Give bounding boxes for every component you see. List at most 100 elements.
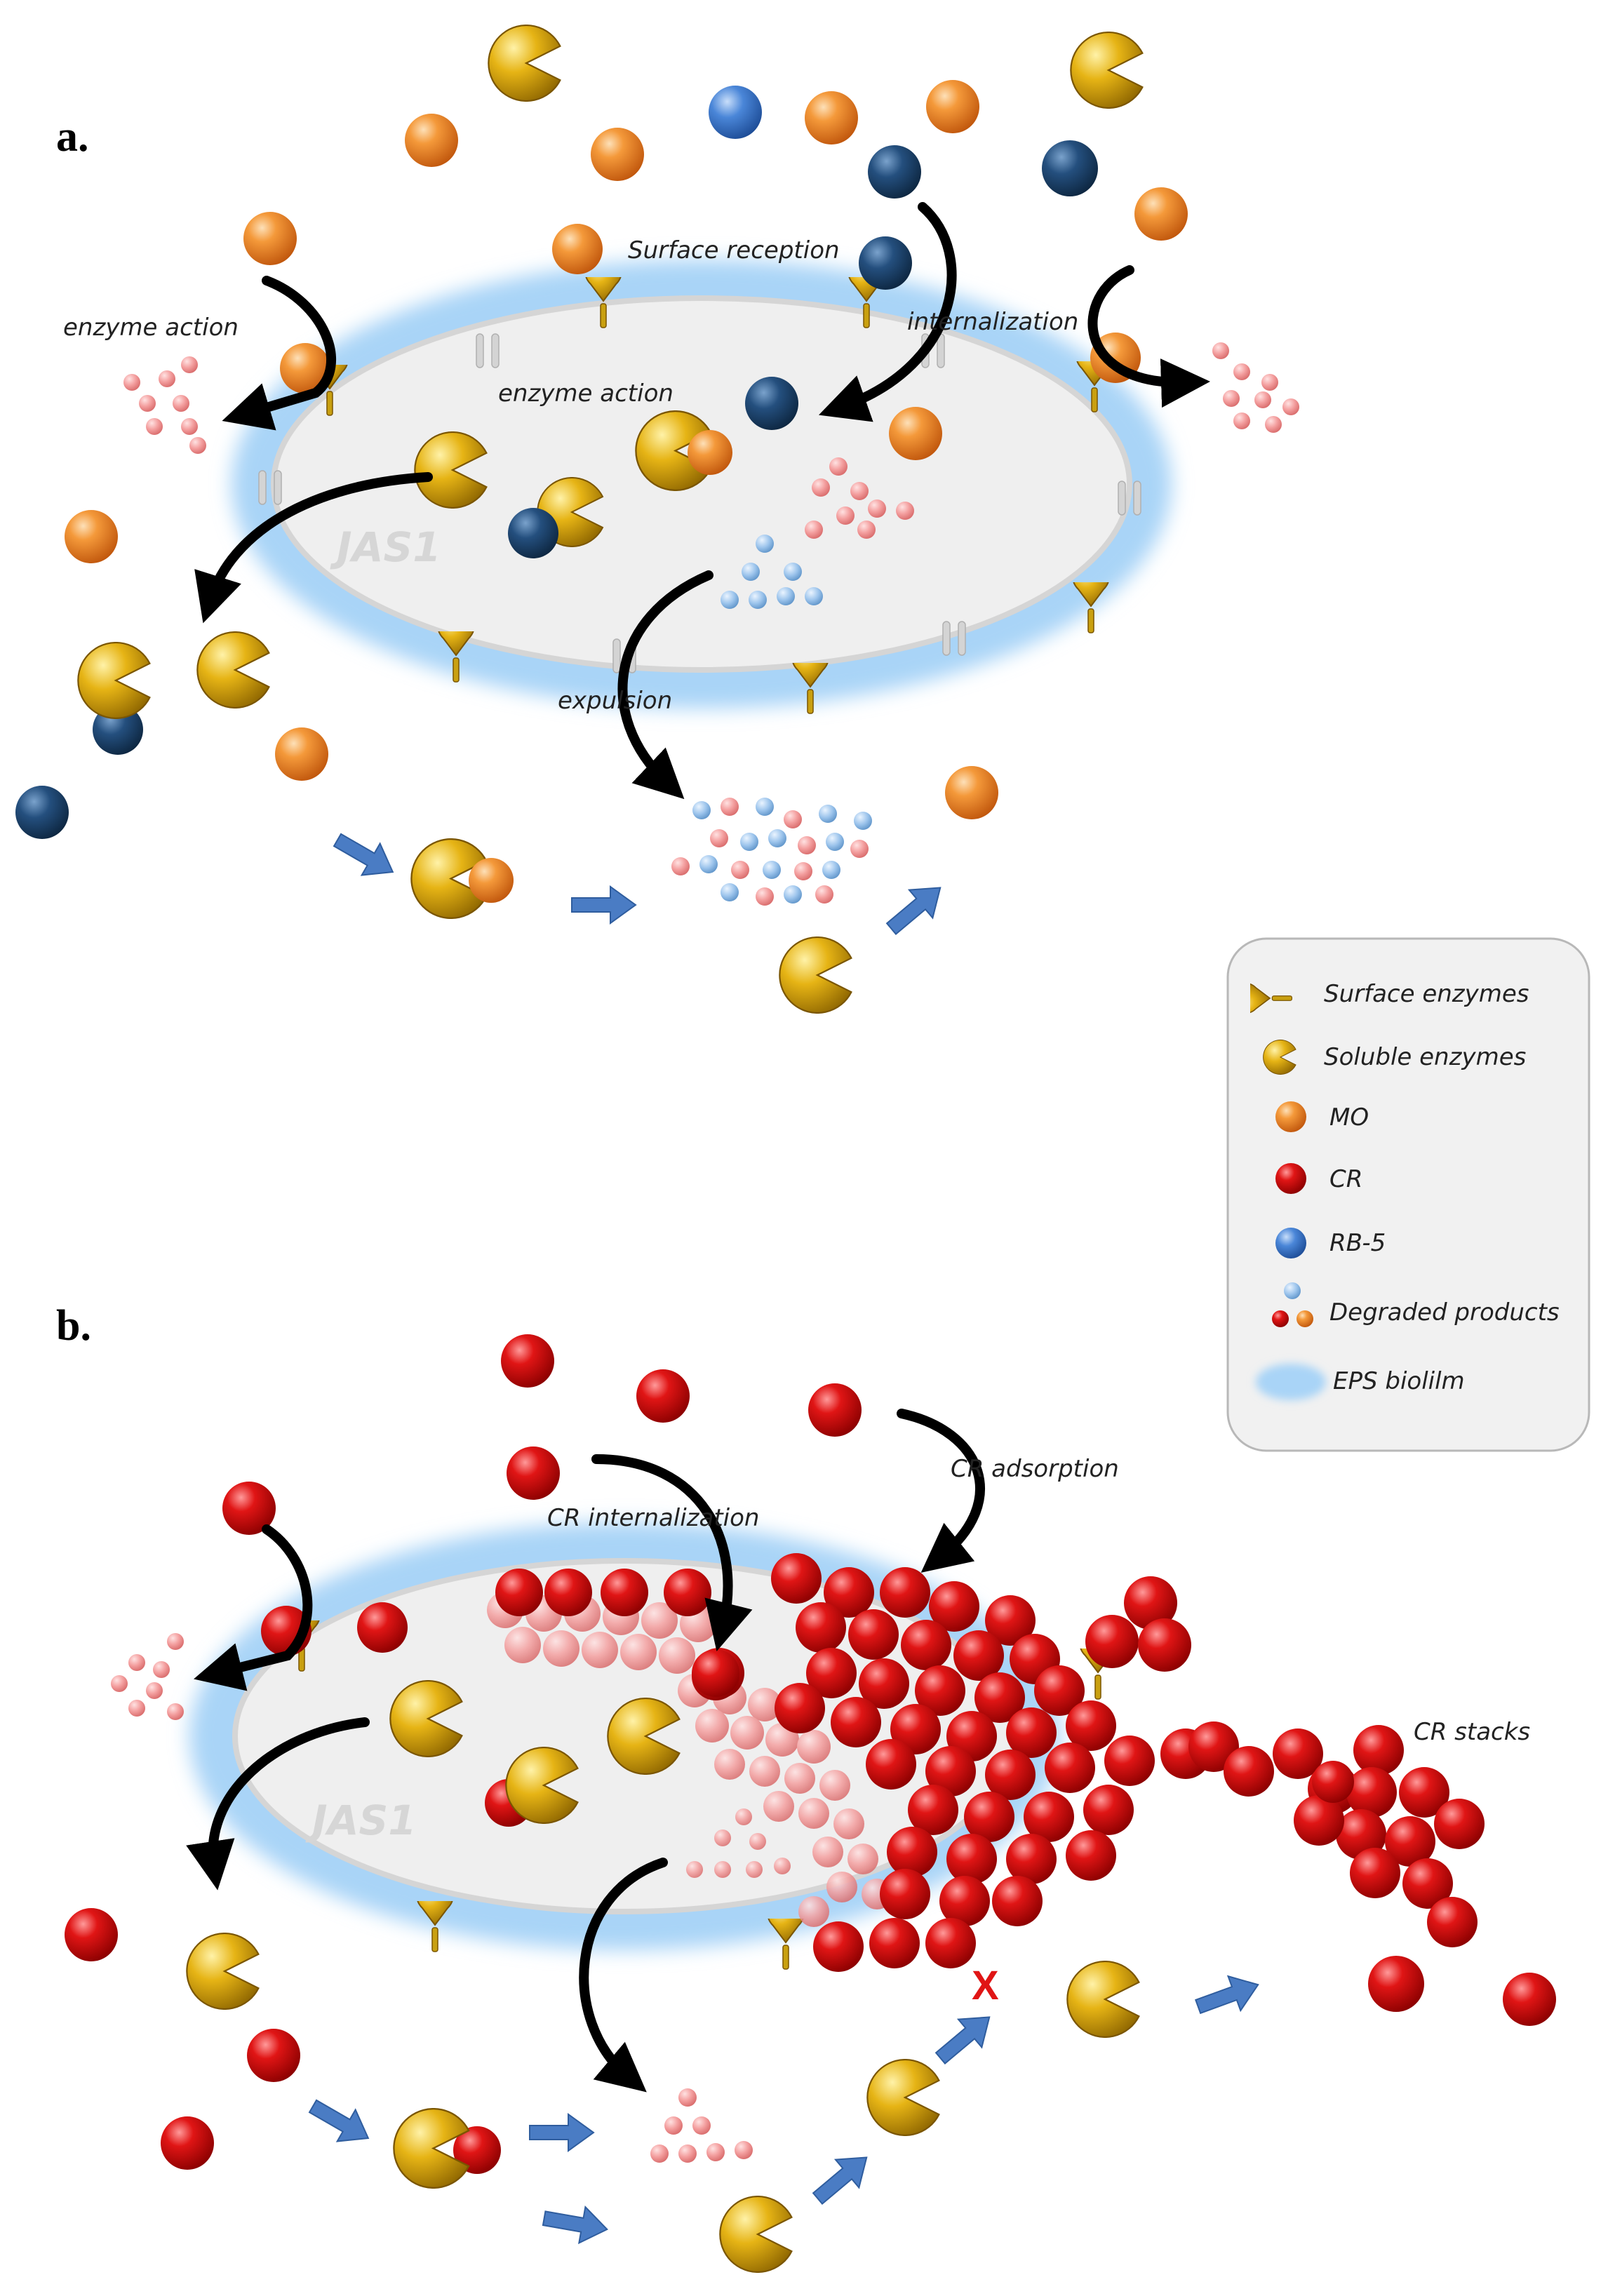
legend-label: RB-5 xyxy=(1329,1229,1386,1257)
flow-arrow xyxy=(927,2002,1002,2073)
curved-arrow xyxy=(617,570,713,800)
cr-sphere xyxy=(161,2116,214,2170)
legend-label: Surface enzymes xyxy=(1324,980,1529,1008)
cr-sphere xyxy=(636,1369,690,1423)
cell-a: JAS1 xyxy=(232,260,1172,714)
annotation-cr-internalization: CR internalization xyxy=(547,1504,759,1532)
mo-sphere xyxy=(591,128,644,181)
eps-biofilm-icon xyxy=(1256,1364,1326,1400)
blue-sphere-icon xyxy=(1275,1228,1306,1258)
legend-item-cr: CR xyxy=(1275,1163,1362,1194)
annotation-enzyme-action-outer: enzyme action xyxy=(63,314,239,342)
mo-sphere-bound xyxy=(469,858,514,903)
cr-sphere xyxy=(357,1602,408,1653)
cr-sphere xyxy=(692,1649,739,1697)
cr-sphere xyxy=(1503,1973,1556,2026)
annotation-cr-stacks: CR stacks xyxy=(1414,1718,1530,1746)
degraded-products-left-a xyxy=(123,356,206,454)
curved-arrow xyxy=(897,1409,985,1573)
mo-sphere xyxy=(275,727,328,781)
mo-sphere xyxy=(889,407,942,460)
flow-arrow xyxy=(1191,1966,1266,2025)
legend-item-degraded: Degraded products xyxy=(1272,1282,1560,1327)
mo-sphere xyxy=(805,91,858,145)
panel-a: a. JAS1 xyxy=(15,25,1299,1014)
soluble-enzyme-icon xyxy=(77,642,151,719)
legend-label: Soluble enzymes xyxy=(1324,1043,1526,1071)
rb5-sphere-bound xyxy=(508,508,558,558)
rb5-sphere xyxy=(15,786,69,839)
annotation-internalization: internalization xyxy=(907,308,1078,336)
annotation-surface-reception: Surface reception xyxy=(628,236,840,264)
rb5-sphere xyxy=(745,377,798,430)
panel-b-label: b. xyxy=(56,1302,91,1350)
curved-arrow xyxy=(222,276,337,431)
legend-item-eps: EPS biolilm xyxy=(1256,1364,1465,1400)
flow-arrow xyxy=(805,2142,879,2213)
rb5-sphere xyxy=(859,236,912,290)
curved-arrow xyxy=(819,202,957,422)
legend-item-soluble-enzymes: Soluble enzymes xyxy=(1263,1040,1526,1075)
soluble-enzyme-icon xyxy=(779,936,852,1014)
flow-arrow xyxy=(303,2089,378,2155)
cr-sphere xyxy=(1368,1956,1424,2012)
legend-item-rb5: RB-5 xyxy=(1275,1228,1386,1258)
soluble-enzyme-icon xyxy=(866,2059,940,2136)
mo-spheres-a xyxy=(65,80,1188,819)
flow-arrow xyxy=(571,886,636,924)
red-sphere-icon xyxy=(1275,1163,1306,1194)
mo-sphere xyxy=(552,224,603,274)
degraded-products-inner-a xyxy=(721,457,914,609)
cr-sphere xyxy=(65,1908,118,1961)
flow-arrow xyxy=(328,823,403,889)
cr-stacks xyxy=(1188,1721,1485,1947)
mo-sphere xyxy=(280,343,330,394)
panel-a-label: a. xyxy=(56,113,89,161)
mo-sphere xyxy=(926,80,979,133)
mo-sphere xyxy=(945,766,998,819)
flow-arrow xyxy=(878,873,953,944)
cr-adsorbed-stack xyxy=(495,1553,1211,1972)
soluble-enzyme-icon xyxy=(1070,32,1144,109)
flow-arrow xyxy=(540,2199,611,2248)
panel-b: b. JAS1 xyxy=(56,1302,1556,2273)
curved-arrow xyxy=(1087,265,1210,408)
orange-sphere-icon xyxy=(1275,1101,1306,1132)
cr-internalized-layer xyxy=(487,1592,892,1927)
legend-label: CR xyxy=(1329,1165,1362,1193)
mo-sphere xyxy=(65,510,118,563)
cr-spheres-free xyxy=(65,1334,1556,2174)
degraded-products-right-a xyxy=(1212,342,1299,433)
blocked-x-mark: X xyxy=(972,1963,999,2008)
cr-sphere-bound xyxy=(453,2126,501,2174)
mo-sphere xyxy=(243,212,297,265)
legend-item-mo: MO xyxy=(1275,1101,1369,1132)
degraded-products-bottom-a xyxy=(671,798,872,906)
curved-arrow xyxy=(579,1858,668,2093)
legend: Surface enzymes Soluble enzymes MO CR RB… xyxy=(1226,937,1590,1452)
degraded-products-left-b xyxy=(111,1633,184,1720)
curved-arrow xyxy=(591,1454,753,1651)
rb5-sphere xyxy=(709,86,762,139)
legend-label: Degraded products xyxy=(1329,1298,1560,1327)
mo-sphere-bound xyxy=(688,430,732,475)
annotation-enzyme-action-inner: enzyme action xyxy=(498,380,674,408)
cr-sphere xyxy=(247,2029,300,2082)
legend-item-surface-enzymes: Surface enzymes xyxy=(1250,980,1529,1014)
soluble-enzyme-icon xyxy=(1066,1961,1140,2038)
curved-arrow xyxy=(186,1717,370,1891)
cell-name-b: JAS1 xyxy=(305,1797,417,1844)
legend-label: MO xyxy=(1329,1103,1369,1132)
cr-sphere xyxy=(222,1482,276,1535)
cell-name-a: JAS1 xyxy=(330,523,441,571)
cr-sphere xyxy=(808,1383,862,1437)
legend-label: EPS biolilm xyxy=(1333,1367,1465,1395)
soluble-enzyme-icon xyxy=(186,1933,260,2010)
rb5-sphere xyxy=(868,145,921,199)
black-arrows-b xyxy=(186,1409,985,2093)
mo-sphere xyxy=(405,114,458,167)
degraded-products-bottom-b xyxy=(650,2088,753,2163)
annotation-cr-adsorption: CR adsorption xyxy=(951,1455,1119,1483)
soluble-enzyme-icon xyxy=(719,2196,793,2273)
